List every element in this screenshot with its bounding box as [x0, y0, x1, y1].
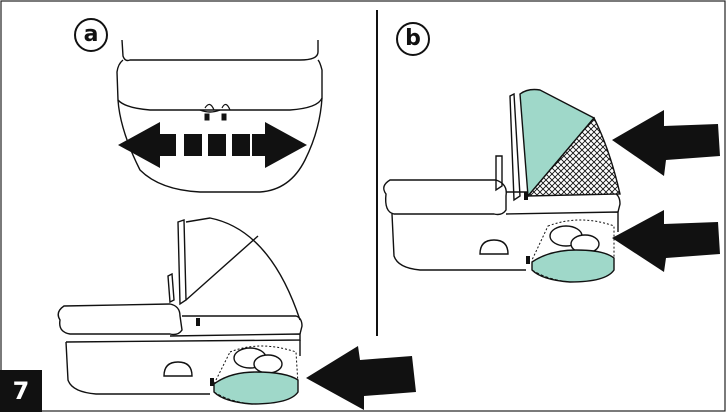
canopy-mint-b — [519, 88, 621, 198]
footmuff-cover-b — [531, 219, 615, 283]
arrow-icon — [306, 346, 416, 410]
bassinet-side-view-b — [383, 92, 621, 271]
step-number-badge: 7 — [0, 370, 42, 412]
bassinet-top-view — [116, 39, 323, 193]
arrow-icon — [612, 210, 720, 272]
footmuff-cover-a — [213, 345, 299, 405]
bassinet-side-view-a — [57, 217, 303, 395]
zip-pull-icon — [524, 192, 530, 264]
panel-label-b: b — [396, 22, 430, 56]
mesh-panel — [526, 116, 621, 197]
arrow-icon — [612, 110, 720, 176]
zip-pull-icon — [204, 103, 231, 121]
zip-pull-icon — [196, 318, 214, 386]
double-arrow-icon — [118, 122, 307, 168]
panel-label-a: a — [74, 18, 108, 52]
